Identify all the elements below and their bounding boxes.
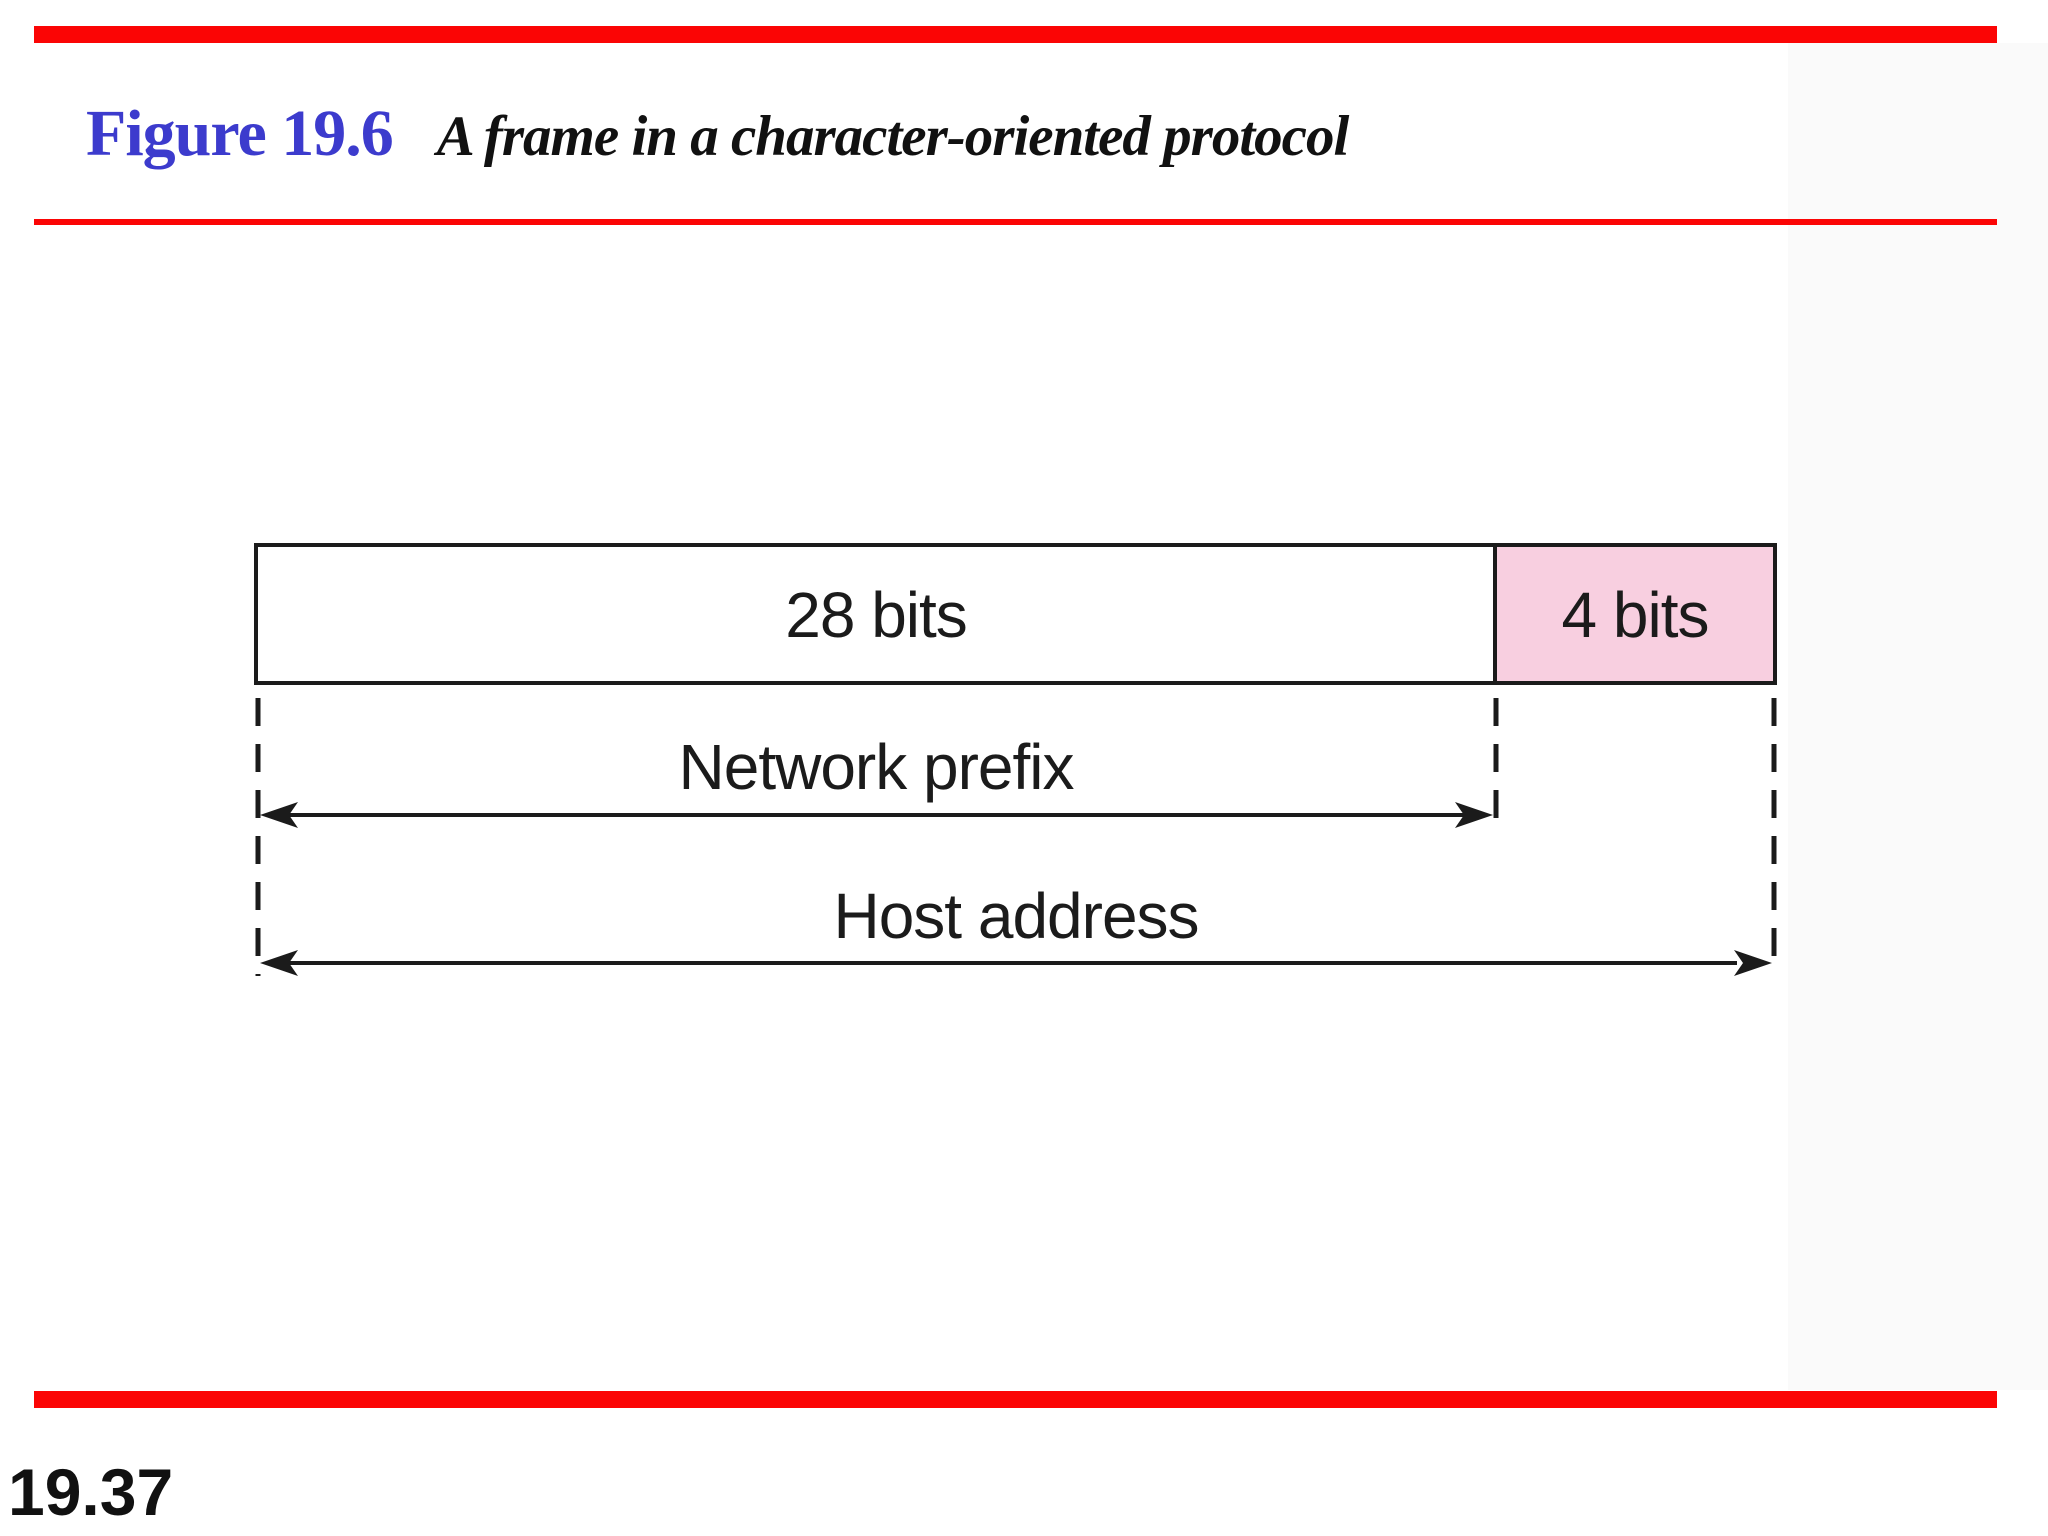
page-number: 19.37 xyxy=(8,1455,174,1529)
title-underline-rule xyxy=(34,219,1997,225)
host-address-label: Host address xyxy=(833,880,1198,952)
suffix-field-box xyxy=(1493,543,1777,685)
figure-title: Figure 19.6 A frame in a character-orien… xyxy=(86,97,1350,170)
arrow-left-icon xyxy=(260,802,298,828)
figure-label: Figure 19.6 xyxy=(86,97,394,170)
prefix-field-label: 28 bits xyxy=(785,579,967,651)
bottom-red-bar xyxy=(34,1391,1997,1408)
arrow-left-icon xyxy=(260,950,298,976)
top-red-bar xyxy=(34,26,1997,43)
background-shade-band xyxy=(1788,43,2048,1390)
figure-caption: A frame in a character-oriented protocol xyxy=(436,105,1350,168)
network-prefix-label: Network prefix xyxy=(679,731,1075,803)
arrow-right-icon xyxy=(1455,802,1493,828)
arrow-right-icon xyxy=(1734,950,1772,976)
suffix-field-label: 4 bits xyxy=(1562,579,1709,651)
